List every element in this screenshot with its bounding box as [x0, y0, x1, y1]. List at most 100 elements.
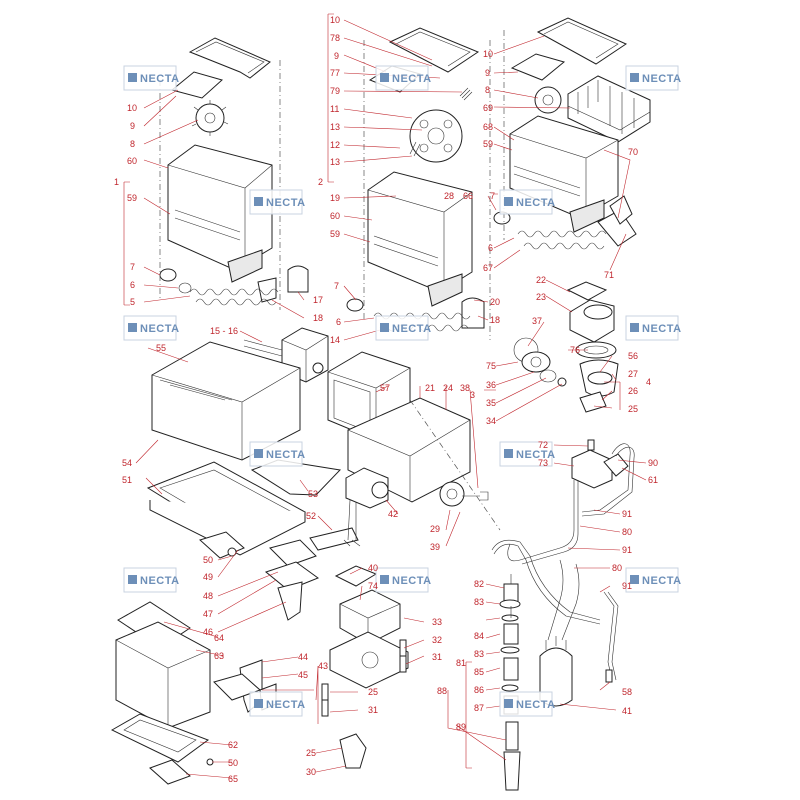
part-label-18: 18 [313, 313, 323, 323]
part-label-79: 79 [330, 86, 340, 96]
part-label-4: 4 [646, 377, 651, 387]
part-label-25: 25 [368, 687, 378, 697]
part-label-76: 76 [570, 345, 580, 355]
part-label-62: 62 [228, 740, 238, 750]
part-label-52: 52 [306, 511, 316, 521]
part-label-81: 81 [456, 658, 466, 668]
svg-text:NECTA: NECTA [642, 323, 682, 335]
part-label-22: 22 [536, 275, 546, 285]
part-label-37: 37 [532, 316, 542, 326]
part-label-74: 74 [368, 581, 378, 591]
svg-text:NECTA: NECTA [140, 73, 180, 85]
part-label-28: 28 [444, 191, 454, 201]
part-label-14: 14 [330, 335, 340, 345]
part-label-11: 11 [330, 104, 339, 114]
watermark-11: NECTA [123, 567, 180, 593]
part-label-57: 57 [380, 383, 390, 393]
part-label-60: 60 [127, 156, 137, 166]
part-label-63: 63 [214, 651, 224, 661]
part-label-7: 7 [130, 262, 135, 272]
svg-text:NECTA: NECTA [642, 575, 682, 587]
outlet-nozzle-part [287, 265, 309, 293]
part-label-69: 69 [483, 103, 493, 113]
part-labels: 10 9 8 60 1 59 7 6 5 17 18 15 - 16 55 54… [114, 15, 658, 784]
part-label-10c: 10 [483, 49, 493, 59]
svg-text:NECTA: NECTA [140, 323, 180, 335]
svg-text:NECTA: NECTA [516, 699, 556, 711]
part-label-31: 31 [432, 652, 442, 662]
watermark-14: NECTA [249, 691, 306, 717]
part-label-17: 17 [313, 295, 323, 305]
part-label-59: 59 [127, 193, 137, 203]
mixer-group [513, 281, 619, 413]
watermark-9: NECTA [249, 441, 305, 467]
impeller-part [521, 351, 551, 373]
tray-cover-group [146, 341, 359, 621]
water-valve-group [491, 439, 635, 683]
part-label-18b: 18 [490, 315, 500, 325]
part-label-10: 10 [127, 103, 137, 113]
canister-1-group [159, 37, 309, 310]
part-label-66: 66 [463, 191, 473, 201]
cover-plate-part [170, 71, 224, 99]
part-label-80: 80 [622, 527, 632, 537]
part-label-77: 77 [330, 68, 340, 78]
part-label-61: 61 [648, 475, 658, 485]
part-label-41: 41 [622, 706, 632, 716]
base-tray-group [110, 601, 214, 785]
svg-text:NECTA: NECTA [642, 73, 682, 85]
part-label-71: 71 [604, 270, 614, 280]
part-label-88: 88 [437, 686, 447, 696]
part-label-56: 56 [628, 351, 638, 361]
svg-text:NECTA: NECTA [266, 699, 306, 711]
part-label-78: 78 [330, 33, 340, 43]
nut-part [159, 268, 177, 282]
part-label-39: 39 [430, 542, 440, 552]
bracket-part [309, 527, 359, 551]
part-label-51: 51 [122, 475, 132, 485]
part-label-44: 44 [298, 652, 308, 662]
part-label-91b: 91 [622, 545, 632, 555]
part-label-31b: 31 [368, 705, 378, 715]
part-label-85: 85 [474, 667, 484, 677]
mixing-bowl-cover-part [151, 341, 301, 461]
part-label-20: 20 [490, 297, 500, 307]
large-gear-part [409, 109, 463, 163]
part-label-70: 70 [628, 147, 638, 157]
chute-part [597, 209, 637, 247]
part-label-58: 58 [622, 687, 632, 697]
drip-grid-part [110, 713, 210, 763]
watermark-13: NECTA [625, 567, 682, 593]
part-label-67: 67 [483, 263, 493, 273]
part-label-87: 87 [474, 703, 484, 713]
watermark-2: NECTA [249, 189, 306, 215]
part-label-2: 2 [318, 177, 323, 187]
part-label-89: 89 [456, 722, 466, 732]
part-label-12: 12 [330, 140, 340, 150]
support-frame-group [327, 351, 501, 547]
part-label-32: 32 [432, 635, 442, 645]
watermark-1: NECTA [123, 65, 180, 91]
part-label-9c: 9 [485, 68, 490, 78]
watermark-6: NECTA [123, 315, 180, 341]
part-label-30: 30 [306, 767, 316, 777]
part-label-35: 35 [486, 398, 496, 408]
svg-text:NECTA: NECTA [392, 575, 432, 587]
part-label-43: 43 [318, 661, 328, 671]
part-label-45: 45 [298, 670, 308, 680]
part-label-86: 86 [474, 685, 484, 695]
part-label-7b: 7 [334, 281, 339, 291]
part-label-21: 21 [425, 383, 435, 393]
part-label-3: 3 [470, 390, 475, 400]
part-label-29: 29 [430, 524, 440, 534]
svg-text:NECTA: NECTA [140, 575, 180, 587]
watermark-3: NECTA [375, 65, 431, 91]
part-label-33: 33 [432, 617, 442, 627]
part-label-91c: 91 [622, 581, 632, 591]
svg-text:NECTA: NECTA [266, 197, 306, 209]
funnel-part [264, 561, 320, 591]
part-label-47: 47 [203, 609, 213, 619]
part-label-55: 55 [156, 343, 166, 353]
